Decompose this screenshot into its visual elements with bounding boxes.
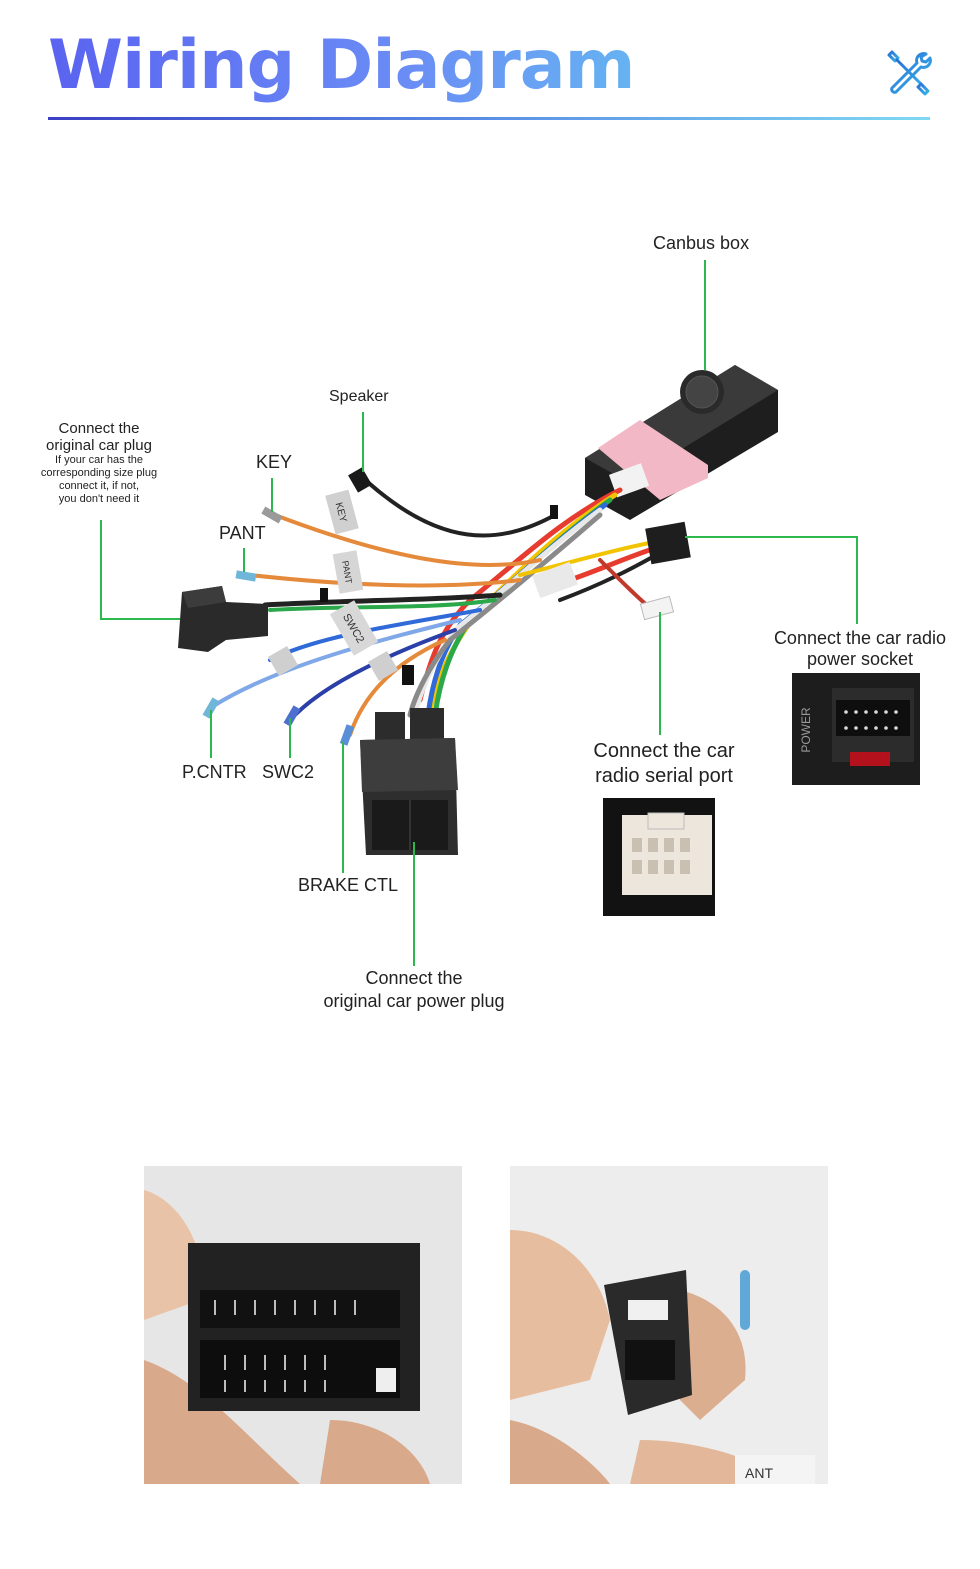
cable-tie (402, 665, 414, 685)
sticker-key: KEY (325, 489, 359, 535)
power-socket-connector (645, 521, 691, 565)
label-power-socket: Connect the car radio power socket (762, 628, 958, 670)
label-pant: PANT (219, 523, 266, 543)
svg-text:POWER: POWER (799, 707, 813, 753)
leader-lines (100, 260, 858, 966)
label-original-plug-note3: connect it, if not, (58, 480, 140, 492)
canbus-box (585, 365, 778, 520)
photo-connector-large (144, 1166, 462, 1484)
tools-icon (887, 50, 932, 96)
label-serial-port: Connect the car radio serial port (584, 740, 744, 788)
serial-port-connector (639, 595, 675, 621)
svg-text:ANT: ANT (745, 1465, 773, 1481)
label-original-plug-note1: If your car has the (54, 454, 144, 466)
title-underline (48, 117, 930, 120)
key-wire-tip (261, 506, 283, 524)
label-power-socket-line2: power socket (806, 649, 914, 669)
cable-tie (320, 588, 328, 602)
sticker-pcntr (267, 645, 299, 677)
swc2-wire-tip (283, 705, 301, 727)
pant-wire-tip (235, 570, 257, 582)
page-title: Wiring Diagram (48, 26, 636, 105)
label-original-plug-line1: Connect the (58, 420, 140, 437)
wire-bundle (213, 473, 668, 737)
sticker-pant: PANT (332, 550, 364, 594)
label-serial-port-line2: radio serial port (595, 765, 733, 787)
svg-text:PANT: PANT (340, 560, 354, 585)
cable-tie (550, 505, 558, 519)
label-power-plug-line1: Connect the (365, 968, 463, 988)
label-original-plug-line2: original car plug (46, 437, 152, 454)
label-canbus-box: Canbus box (653, 233, 750, 253)
label-serial-port-line1: Connect the car (593, 740, 735, 762)
svg-text:KEY: KEY (333, 501, 349, 523)
label-original-plug-note2: corresponding size plug (40, 467, 158, 479)
sticker-bundle (532, 561, 578, 599)
label-original-car-plug: Connect the original car plug If your ca… (24, 420, 174, 506)
label-original-plug-note4: you don't need it (58, 493, 140, 505)
label-brake-ctl: BRAKE CTL (298, 875, 399, 895)
pcntr-wire-tip (202, 697, 220, 719)
power-socket-inset: POWER (792, 673, 920, 785)
original-power-plug (360, 708, 458, 855)
label-pcntr: P.CNTR (182, 762, 247, 782)
serial-port-inset (603, 798, 715, 916)
sticker-brake (367, 650, 399, 682)
label-power-plug-line2: original car power plug (323, 991, 505, 1011)
label-speaker: Speaker (329, 388, 389, 405)
label-key: KEY (256, 452, 293, 472)
label-power-socket-line1: Connect the car radio (773, 628, 947, 648)
original-car-plug (178, 586, 268, 652)
brake-wire-tip (339, 724, 355, 746)
label-power-plug: Connect the original car power plug (300, 968, 528, 1012)
speaker-plug (348, 467, 372, 493)
photo-connector-small: ANT (510, 1166, 828, 1484)
label-swc2: SWC2 (262, 762, 315, 782)
